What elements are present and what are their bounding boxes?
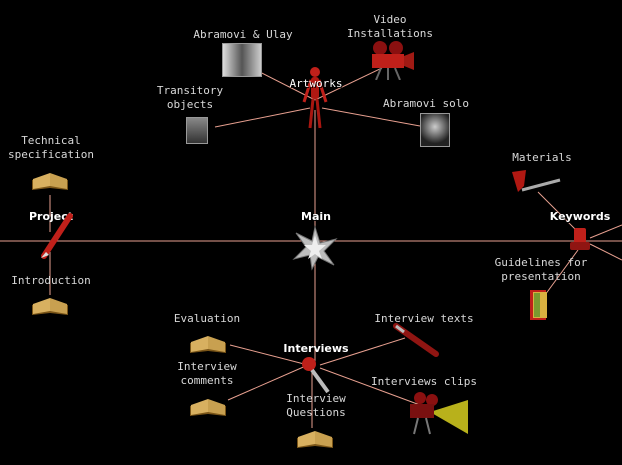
transitory-objects-label[interactable]: Transitory objects bbox=[156, 84, 224, 111]
hub-project-label[interactable]: Project bbox=[28, 210, 74, 223]
transitory-objects-photo[interactable] bbox=[186, 117, 208, 144]
guidelines-book-icon[interactable] bbox=[528, 288, 550, 322]
hub-artworks-label[interactable]: Artworks bbox=[289, 77, 343, 90]
abramovic-ulay-photo[interactable] bbox=[222, 43, 262, 77]
evaluation-label[interactable]: Evaluation bbox=[173, 312, 241, 325]
interviews-microphone-icon[interactable] bbox=[300, 356, 332, 396]
evaluation-book-icon[interactable] bbox=[188, 333, 228, 355]
keywords-stamp-icon[interactable] bbox=[568, 224, 592, 254]
hub-main-label[interactable]: Main bbox=[301, 210, 331, 223]
project-pen-icon[interactable] bbox=[38, 212, 74, 262]
guidelines-label[interactable]: Guidelines for presentation bbox=[494, 256, 588, 283]
interview-comments-label[interactable]: Interview comments bbox=[177, 360, 237, 387]
video-camera-icon[interactable] bbox=[366, 40, 416, 80]
artworks-figure-icon[interactable] bbox=[302, 66, 328, 130]
hub-interviews-label[interactable]: Interviews bbox=[283, 342, 349, 355]
abramovic-solo-label[interactable]: Abramovi solo bbox=[382, 97, 470, 110]
hub-keywords-label[interactable]: Keywords bbox=[549, 210, 611, 223]
materials-label[interactable]: Materials bbox=[512, 151, 572, 164]
interview-questions-book-icon[interactable] bbox=[295, 428, 335, 450]
interviews-clips-camera-icon[interactable] bbox=[404, 390, 470, 438]
interview-texts-pen-icon[interactable] bbox=[392, 322, 442, 360]
introduction-label[interactable]: Introduction bbox=[11, 274, 91, 287]
abramovic-ulay-label[interactable]: Abramovi & Ulay bbox=[193, 28, 293, 41]
interview-comments-book-icon[interactable] bbox=[188, 396, 228, 418]
interviews-clips-label[interactable]: Interviews clips bbox=[371, 375, 477, 388]
technical-specification-book-icon[interactable] bbox=[30, 170, 70, 192]
introduction-book-icon[interactable] bbox=[30, 295, 70, 317]
technical-specification-label[interactable]: Technical specification bbox=[7, 134, 95, 161]
interview-texts-label[interactable]: Interview texts bbox=[374, 312, 474, 325]
abramovic-solo-photo[interactable] bbox=[420, 113, 450, 147]
main-star-icon[interactable] bbox=[290, 225, 340, 271]
materials-brush-icon[interactable] bbox=[508, 168, 564, 202]
video-installations-label[interactable]: Video Installations bbox=[346, 13, 434, 40]
interview-questions-label[interactable]: Interview Questions bbox=[286, 392, 346, 419]
